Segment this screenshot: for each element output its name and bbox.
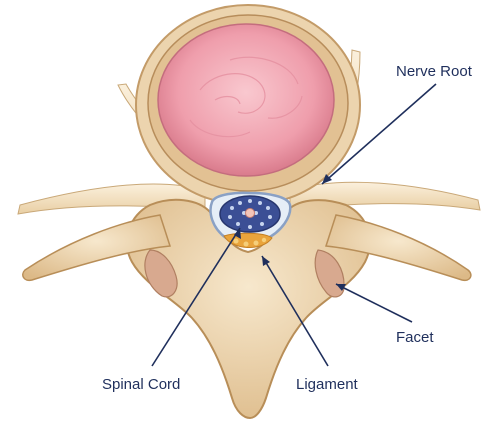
spinal-cord-label: Spinal Cord [102,377,180,392]
ligament-label: Ligament [296,377,358,392]
facet-pointer-line [336,284,412,322]
spinal-cord-center [246,209,255,218]
facet-label: Facet [396,330,434,345]
disc-nucleus [158,24,334,176]
nerve-root-label: Nerve Root [396,64,472,79]
